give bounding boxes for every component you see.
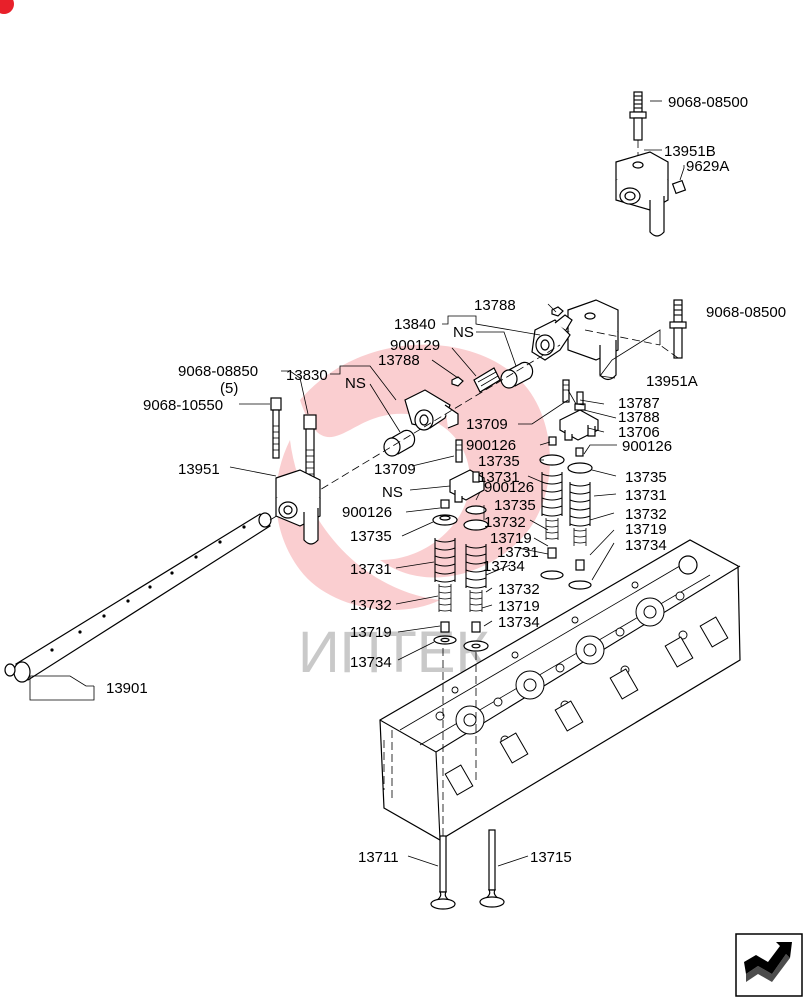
label-9068-10550: 9068-10550 [143,397,223,414]
label-900126-c: 900126 [342,504,392,521]
label-13830: 13830 [286,367,328,384]
label-13788-c: 13788 [618,409,660,426]
label-13951A: 13951A [646,373,698,390]
label-13731-c: 13731 [497,544,539,561]
cylinder-head [379,539,741,841]
label-13732-c: 13732 [498,581,540,598]
label-13734-b: 13734 [483,558,525,575]
valve-13715 [475,652,505,908]
watermark-logo: ИПТЕК [276,344,550,685]
label-13951: 13951 [178,461,220,478]
label-9629A: 9629A [686,158,729,175]
label-ns-3: NS [382,484,403,501]
label-13732-a: 13732 [484,514,526,531]
corner-badge [0,0,14,14]
label-13734-a: 13734 [625,537,667,554]
label-13709-b: 13709 [374,461,416,478]
part-labels: 9068-08500 13951B 9629A 13788 9068-08500… [106,94,786,866]
label-13788-b: 13788 [378,352,420,369]
label-13706: 13706 [618,424,660,441]
label-13788-top: 13788 [474,297,516,314]
bushing-upper [500,361,534,389]
label-13709-a: 13709 [466,416,508,433]
stud-9068-08500-mid [659,299,687,359]
bracket-13951 [275,469,321,545]
label-13735-b: 13735 [625,469,667,486]
label-13840: 13840 [394,316,436,333]
rocker-shaft-13901 [4,344,561,683]
label-900126-b: 900126 [622,438,672,455]
detail-bracket-13951B [615,91,687,237]
leaders-top-right [644,100,685,181]
label-5: (5) [220,380,238,397]
label-13901: 13901 [106,680,148,697]
label-13951B: 13951B [664,143,716,160]
label-13711: 13711 [358,849,399,866]
label-13715: 13715 [530,849,572,866]
label-13732-d: 13732 [350,597,392,614]
label-9068-08850: 9068-08850 [178,363,258,380]
label-13719-d: 13719 [350,624,392,641]
label-900126-a: 900126 [466,437,516,454]
label-13734-c: 13734 [498,614,540,631]
valve-bridge-13706 [559,391,599,441]
label-13719-a: 13719 [490,530,532,547]
label-13734-d: 13734 [350,654,392,671]
label-13731-a: 13731 [478,469,520,486]
next-page-arrow-icon[interactable] [735,933,803,997]
label-13719-c: 13719 [498,598,540,615]
label-13732-b: 13732 [625,506,667,523]
rocker-arm-13840 [531,306,573,361]
label-13731-b: 13731 [625,487,667,504]
valve-stack-left [432,499,458,645]
valve-stack-right [567,447,593,590]
label-900129: 900129 [390,337,440,354]
watermark-text: ИПТЕК [298,620,489,685]
spring-900129 [473,367,501,393]
label-ns-2: NS [345,375,366,392]
label-13787: 13787 [618,395,660,412]
valve-13711 [430,648,456,910]
leader-lines [29,303,661,867]
label-ns-1: NS [453,324,474,341]
bushing-lower [383,429,416,457]
label-900126-d: 900126 [484,479,534,496]
bracket-13951A [567,299,661,381]
bolts-left [270,397,317,480]
label-13731-d: 13731 [350,561,392,578]
label-13735-c: 13735 [494,497,536,514]
label-9068-08500-top: 9068-08500 [668,94,748,111]
label-13719-b: 13719 [625,521,667,538]
label-13735-d: 13735 [350,528,392,545]
valve-stack-center [539,436,565,580]
label-9068-08500-mid: 9068-08500 [706,304,786,321]
valve-stack-middle [463,471,489,652]
label-13735-a: 13735 [478,453,520,470]
